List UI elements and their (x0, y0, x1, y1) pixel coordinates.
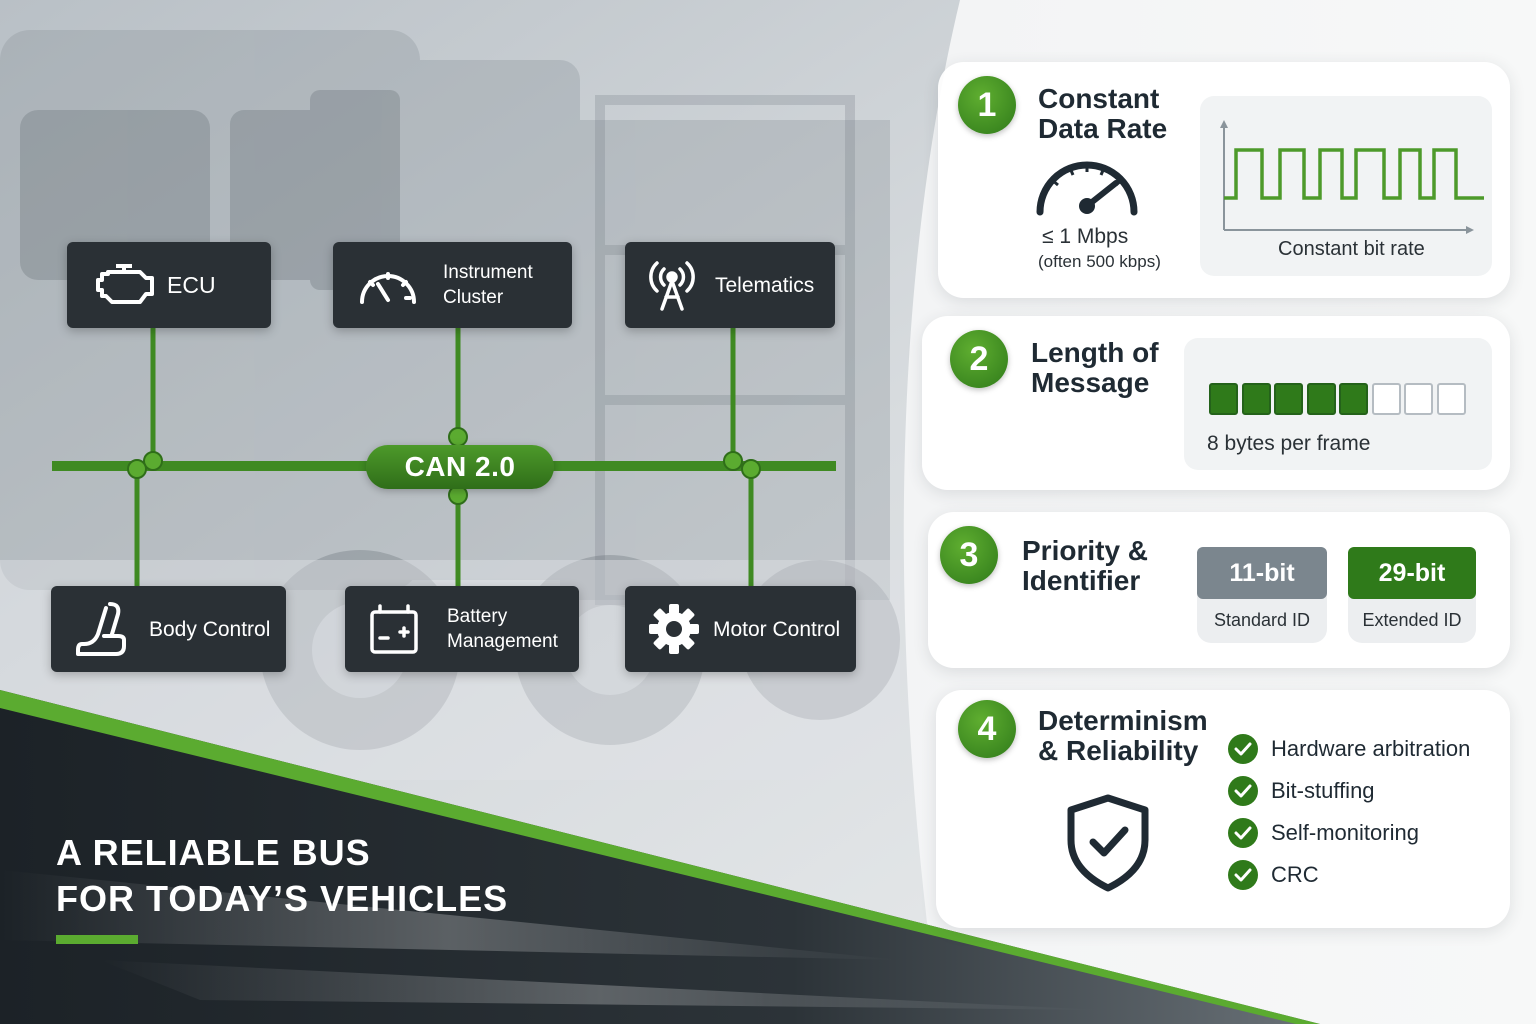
seat-icon (67, 601, 137, 657)
node-battery-management[interactable]: Battery Management (345, 586, 579, 672)
check-icon (1228, 776, 1258, 806)
check-icon (1228, 734, 1258, 764)
node-body-control[interactable]: Body Control (51, 586, 286, 672)
square-wave-graph (1220, 120, 1484, 234)
byte-cell (1306, 383, 1336, 415)
node-body-label: Body Control (149, 617, 271, 641)
node-battery-label: Battery Management (447, 606, 558, 652)
byte-cell (1241, 383, 1271, 415)
byte-cell (1371, 383, 1401, 415)
card2-title: Length of Message (1031, 337, 1159, 398)
card1-number-badge: 1 (958, 76, 1016, 134)
check-item-text: Hardware arbitration (1271, 736, 1471, 761)
extended-id-box: 29-bit (1348, 547, 1476, 599)
tagline-line2: FOR TODAY’S VEHICLES (56, 878, 509, 919)
gauge-icon (353, 257, 423, 313)
engine-icon (93, 257, 163, 313)
card2-number-badge: 2 (950, 330, 1008, 388)
node-telematics-label: Telematics (715, 273, 815, 297)
node-telematics[interactable]: Telematics (625, 242, 835, 328)
check-item-text: Self-monitoring (1271, 820, 1419, 845)
card4-title: Determinism & Reliability (1038, 705, 1208, 766)
byte-cell (1339, 383, 1368, 415)
check-item-text: CRC (1271, 862, 1319, 887)
check-item-1: Bit-stuffing (1228, 776, 1375, 806)
extended-id-label: Extended ID (1362, 610, 1462, 630)
tagline-accent-bar (56, 935, 138, 944)
card1-graph-panel (1200, 96, 1492, 276)
card-reliability (936, 690, 1510, 928)
node-instrument-label: Instrument Cluster (443, 262, 533, 308)
card3-title: Priority & Identifier (1022, 535, 1149, 596)
node-motor-label: Motor Control (713, 617, 841, 641)
node-motor-control[interactable]: Motor Control (625, 586, 856, 672)
byte-cell (1436, 383, 1466, 415)
check-icon (1228, 860, 1258, 890)
battery-icon (359, 601, 429, 657)
check-icon (1228, 818, 1258, 848)
card3-number-badge: 3 (940, 526, 998, 584)
check-item-3: CRC (1228, 860, 1319, 890)
card1-title: Constant Data Rate (1038, 83, 1168, 144)
node-ecu-label: ECU (167, 271, 216, 298)
node-ecu[interactable]: ECU (67, 242, 271, 328)
byte-cell (1209, 383, 1238, 415)
byte-cell (1274, 383, 1303, 415)
card2-caption: 8 bytes per frame (1207, 432, 1371, 455)
standard-id-label: Standard ID (1213, 610, 1311, 630)
card1-graph-caption: Constant bit rate (1278, 238, 1425, 260)
check-item-0: Hardware arbitration (1228, 734, 1470, 764)
card1-speed: ≤ 1 Mbps (1042, 225, 1129, 248)
tagline-line1: A RELIABLE BUS (56, 832, 371, 873)
speedometer-icon (1036, 161, 1138, 216)
card1-speed-note: (often 500 kbps) (1038, 252, 1161, 271)
tagline: A RELIABLE BUS FOR TODAY’S VEHICLES (56, 830, 508, 922)
shield-check-icon (1067, 794, 1149, 892)
card4-number-badge: 4 (958, 700, 1016, 758)
byte-cell (1404, 383, 1433, 415)
antenna-icon (637, 257, 707, 313)
check-item-text: Bit-stuffing (1271, 778, 1375, 803)
gear-icon (639, 601, 709, 657)
node-instrument-cluster[interactable]: Instrument Cluster (333, 242, 572, 328)
can-bus-label: CAN 2.0 (366, 445, 554, 489)
standard-id-box: 11-bit (1197, 547, 1327, 599)
check-item-2: Self-monitoring (1228, 818, 1419, 848)
